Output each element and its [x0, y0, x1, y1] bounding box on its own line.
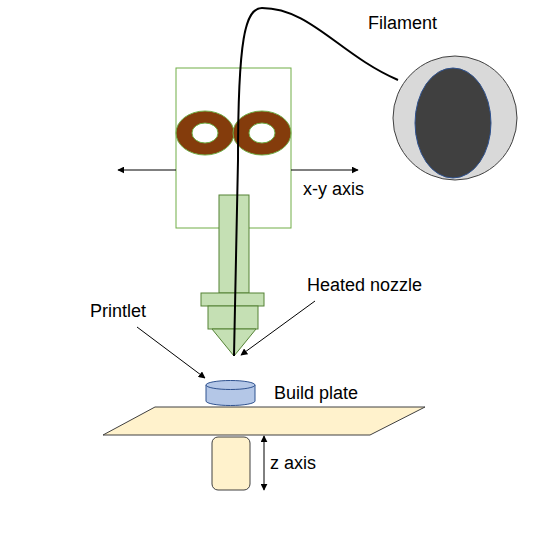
nozzle-column — [219, 195, 249, 293]
printlet-top — [206, 381, 255, 390]
drive-roller — [176, 111, 234, 155]
drive-roller — [233, 111, 291, 155]
part-label: Heated nozzle — [307, 274, 422, 296]
z-support — [212, 437, 250, 490]
build-plate — [103, 407, 425, 435]
filament-spool — [393, 56, 517, 180]
part-label: Printlet — [90, 300, 146, 322]
part-label: Build plate — [274, 382, 358, 404]
z-axis-arrow — [264, 436, 265, 490]
spool-core — [415, 68, 491, 178]
axis-arrow — [118, 170, 176, 171]
roller-hole — [249, 123, 275, 143]
filament-strand — [234, 8, 398, 356]
axis-label: x-y axis — [303, 178, 364, 200]
part-label: Filament — [368, 12, 437, 34]
leader-line — [241, 301, 315, 355]
leader-line — [137, 327, 205, 378]
nozzle-flange — [201, 293, 264, 306]
roller-hole — [192, 123, 218, 143]
axis-label: z axis — [270, 452, 316, 474]
axis-arrow — [291, 170, 358, 171]
nozzle-block — [208, 306, 258, 329]
